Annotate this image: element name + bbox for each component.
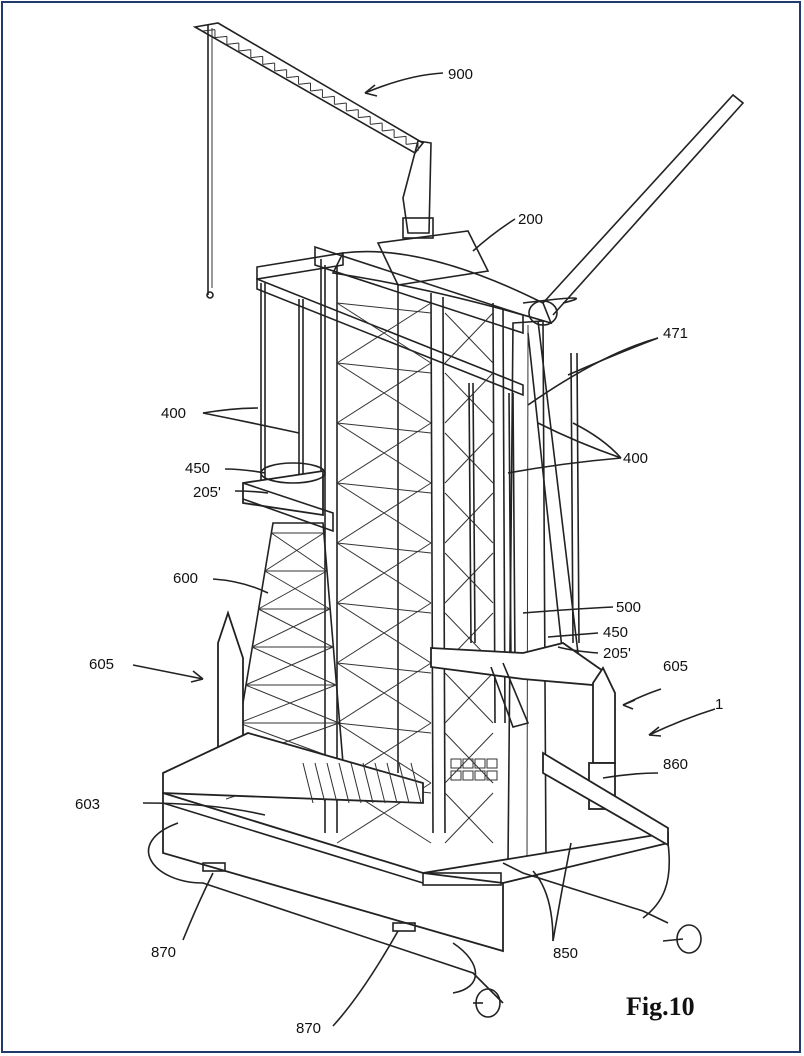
label-870-bottom: 870 [296,1020,321,1037]
figure-caption: Fig.10 [626,992,695,1021]
label-450-upper: 450 [185,460,210,477]
crane [192,22,434,299]
leader-lines [132,72,716,1027]
label-900: 900 [448,66,473,83]
label-860: 860 [663,756,688,773]
label-400-right: 400 [623,450,648,467]
label-850: 850 [553,945,578,962]
label-205-lower: 205' [603,645,631,662]
label-471: 471 [663,325,688,342]
label-600: 600 [173,570,198,587]
label-450-lower: 450 [603,624,628,641]
label-605-right: 605 [663,658,688,675]
label-1: 1 [715,696,723,713]
patent-drawing: 900 200 471 400 400 450 205' 600 500 450… [75,22,745,1037]
label-205-upper: 205' [193,484,221,501]
label-200: 200 [518,211,543,228]
label-500: 500 [616,599,641,616]
vessel-hull [147,732,702,1018]
lifting-towers [217,610,616,810]
label-400-left: 400 [161,405,186,422]
cross-beams [242,462,605,728]
label-870-left: 870 [151,944,176,961]
label-603: 603 [75,796,100,813]
label-605-left: 605 [89,656,114,673]
